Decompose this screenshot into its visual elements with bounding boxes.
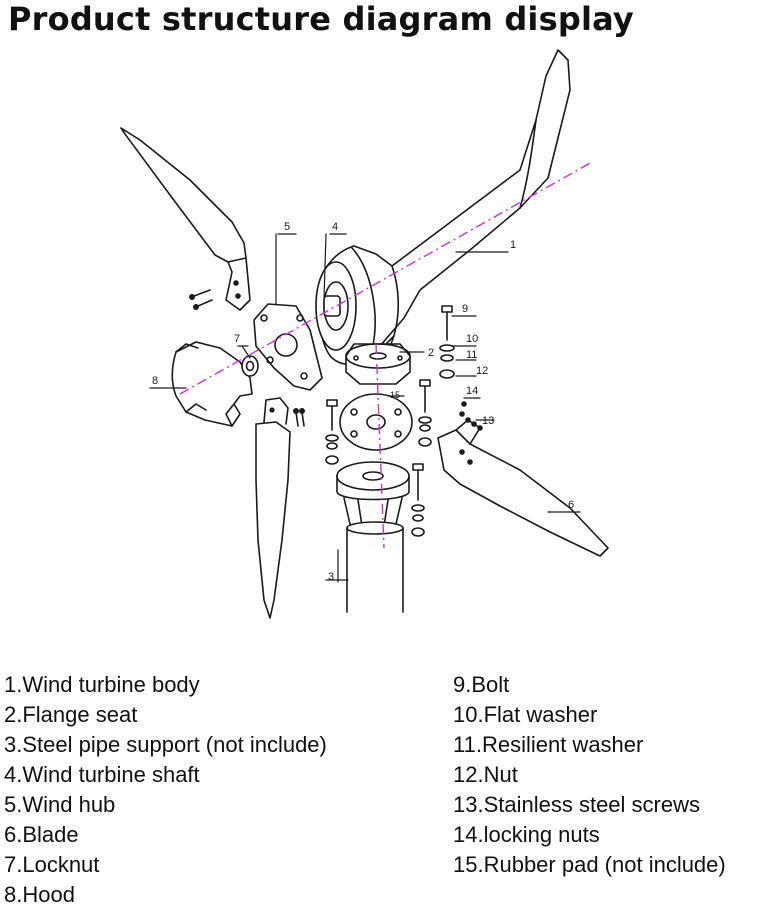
callout-11: 11 <box>466 349 477 361</box>
bolt-stack-right-upper <box>418 379 432 447</box>
legend-item: 9.Bolt <box>453 672 510 697</box>
hood <box>171 341 253 427</box>
legend-right: 9.Bolt 10.Flat washer 11.Resilient washe… <box>453 670 726 880</box>
legend-item: 4.Wind turbine shaft <box>4 762 200 787</box>
locknut <box>241 355 259 377</box>
legend-item: 13.Stainless steel screws <box>453 792 700 817</box>
callout-9: 9 <box>462 303 468 315</box>
callout-3: 3 <box>328 571 334 583</box>
callout-4: 4 <box>332 221 338 233</box>
legend-item: 11.Resilient washer <box>453 732 644 757</box>
blade-bottom <box>255 397 291 619</box>
legend-left: 1.Wind turbine body 2.Flange seat 3.Stee… <box>4 670 327 910</box>
blade-right <box>437 419 609 557</box>
legend-item: 2.Flange seat <box>4 702 138 727</box>
callout-numbers: 1 2 3 4 5 6 7 8 9 10 11 12 13 14 15 <box>152 221 574 583</box>
legend-item: 15.Rubber pad (not include) <box>453 852 726 877</box>
legend-item: 7.Locknut <box>4 852 100 877</box>
steel-pipe <box>346 521 404 613</box>
screws-bottom <box>292 407 305 427</box>
leader-lines <box>149 233 581 583</box>
callout-15: 15 <box>390 390 400 400</box>
locking-nuts <box>459 401 467 417</box>
callout-14: 14 <box>466 385 478 397</box>
callout-5: 5 <box>284 221 290 233</box>
legend-item: 6.Blade <box>4 822 79 847</box>
callout-6: 6 <box>568 499 574 511</box>
callout-13: 13 <box>482 415 494 427</box>
pole-flange <box>336 461 410 529</box>
legend-item: 10.Flat washer <box>453 702 598 727</box>
bolt-stack-left-upper <box>325 399 339 465</box>
legend-item: 5.Wind hub <box>4 792 116 817</box>
screws-top-left <box>189 289 213 310</box>
exploded-diagram: 1 2 3 4 5 6 7 8 9 10 11 12 13 14 15 <box>120 49 609 619</box>
blade-top-left <box>120 127 251 311</box>
turbine-body <box>315 49 571 366</box>
bolt-stack-right-lower <box>411 463 425 537</box>
legend-item: 3.Steel pipe support (not include) <box>4 732 327 757</box>
callout-7: 7 <box>234 333 240 345</box>
legend-item: 1.Wind turbine body <box>4 672 200 697</box>
assembly-axis <box>179 161 593 549</box>
callout-1: 1 <box>510 239 516 251</box>
stainless-screws <box>465 417 483 431</box>
rubber-pad <box>339 393 413 451</box>
legend-item: 14.locking nuts <box>453 822 600 847</box>
callout-2: 2 <box>428 347 434 359</box>
legend-item: 8.Hood <box>4 882 75 907</box>
bolt-stack-right <box>439 305 455 379</box>
callout-8: 8 <box>152 375 158 387</box>
legend-item: 12.Nut <box>453 762 518 787</box>
callout-10: 10 <box>466 333 478 345</box>
callout-12: 12 <box>476 365 488 377</box>
wind-hub <box>253 303 323 391</box>
flange-seat <box>345 335 411 385</box>
page-title: Product structure diagram display <box>8 0 634 38</box>
